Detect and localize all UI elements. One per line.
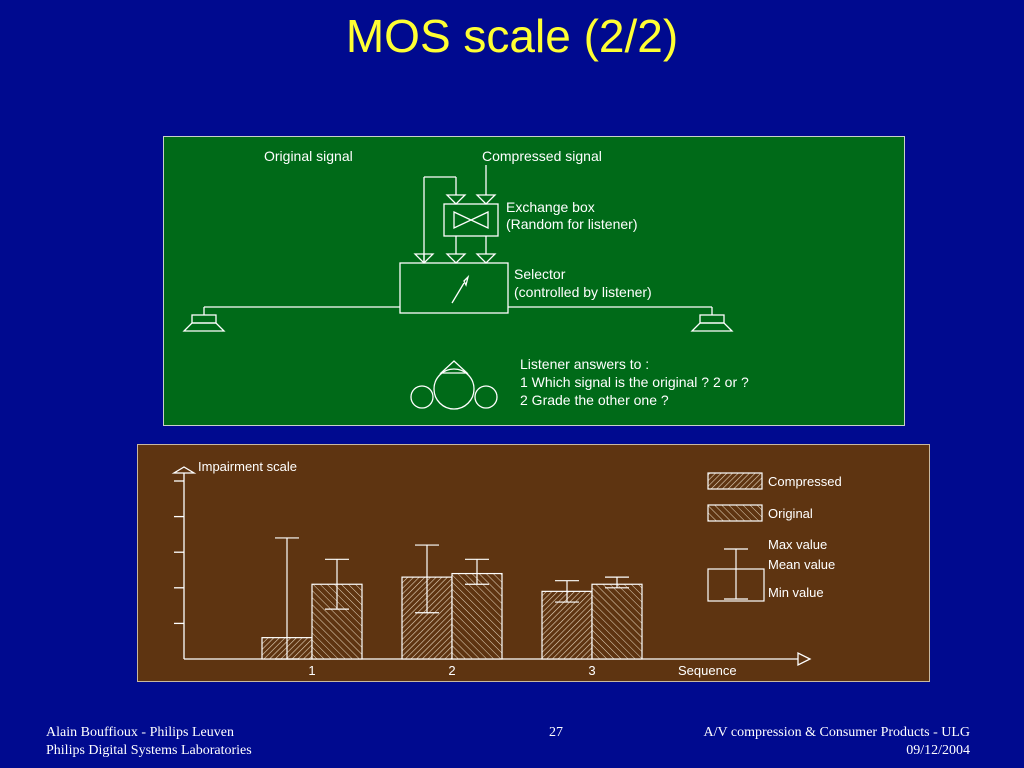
legend-mean-box — [707, 568, 765, 602]
legend-label-original: Original — [768, 506, 813, 521]
arrow-down-icon — [445, 253, 467, 264]
arrow-down-icon — [413, 253, 435, 264]
footer-date: 09/12/2004 — [906, 743, 970, 758]
slide-title: MOS scale (2/2) — [345, 10, 679, 62]
chart-error-bars — [275, 537, 629, 660]
arrow-down-icon — [445, 194, 467, 205]
listener-question-1: Listener answers to : — [520, 356, 649, 372]
page-number: 27 — [549, 725, 563, 740]
legend-label-mean-value: Mean value — [768, 557, 835, 572]
mos-bar-chart: 1 2 3 Sequence Impairment scale CompressedOr… — [171, 459, 842, 678]
exchange-box-label: Exchange box — [506, 199, 595, 215]
y-axis-label: Impairment scale — [198, 459, 297, 474]
footer-right: A/V compression & Consumer Products - UL… — [704, 724, 971, 760]
x-axis-label: Sequence — [678, 663, 737, 678]
exchange-arrow-icon — [453, 210, 473, 230]
footer-course: A/V compression & Consumer Products - UL… — [703, 725, 971, 740]
selector-label: Selector — [514, 266, 566, 282]
exchange-box-sublabel: (Random for listener) — [506, 216, 638, 232]
chart-labels: 1 2 3 Sequence Impairment scale — [198, 459, 737, 678]
x-tick-label-1: 1 — [308, 663, 315, 678]
legend-label-min-value: Min value — [768, 585, 824, 600]
y-axis-arrow-icon — [171, 466, 197, 474]
footer-left: Alain Bouffioux - Philips Leuven Philips… — [46, 724, 252, 760]
experiment-diagram-panel: Original signal Compressed signal Exchan… — [163, 136, 905, 426]
x-axis-arrow-icon — [797, 651, 812, 667]
x-tick-label-2: 2 — [448, 663, 455, 678]
legend-swatch-original — [707, 504, 763, 522]
selector-sublabel: (controlled by listener) — [514, 284, 652, 300]
exchange-box — [443, 203, 499, 237]
exchange-arrow-icon — [469, 210, 489, 230]
compressed-signal-label: Compressed signal — [482, 148, 602, 164]
switch-icon — [451, 282, 465, 304]
speaker-right-icon — [690, 314, 734, 332]
arrow-down-icon — [475, 253, 497, 264]
chart-marks — [261, 572, 643, 660]
bar-original-3 — [591, 583, 643, 660]
listener-icon — [410, 360, 498, 410]
selector-box — [399, 262, 509, 314]
footer-organization: Philips Digital Systems Laboratories — [46, 743, 252, 758]
legend-label-max-value: Max value — [768, 537, 827, 552]
footer-author: Alain Bouffioux - Philips Leuven — [46, 725, 234, 740]
experiment-diagram: Original signal Compressed signal Exchan… — [182, 148, 749, 410]
listener-question-2: 1 Which signal is the original ? 2 or ? — [520, 374, 749, 390]
legend-swatch-compressed — [707, 472, 763, 490]
x-tick-label-3: 3 — [588, 663, 595, 678]
arrow-down-icon — [475, 194, 497, 205]
original-signal-label: Original signal — [264, 148, 353, 164]
bar-original-2 — [451, 572, 503, 660]
listener-question-3: 2 Grade the other one ? — [520, 392, 669, 408]
legend-label-compressed: Compressed — [768, 474, 842, 489]
speaker-left-icon — [182, 314, 226, 332]
